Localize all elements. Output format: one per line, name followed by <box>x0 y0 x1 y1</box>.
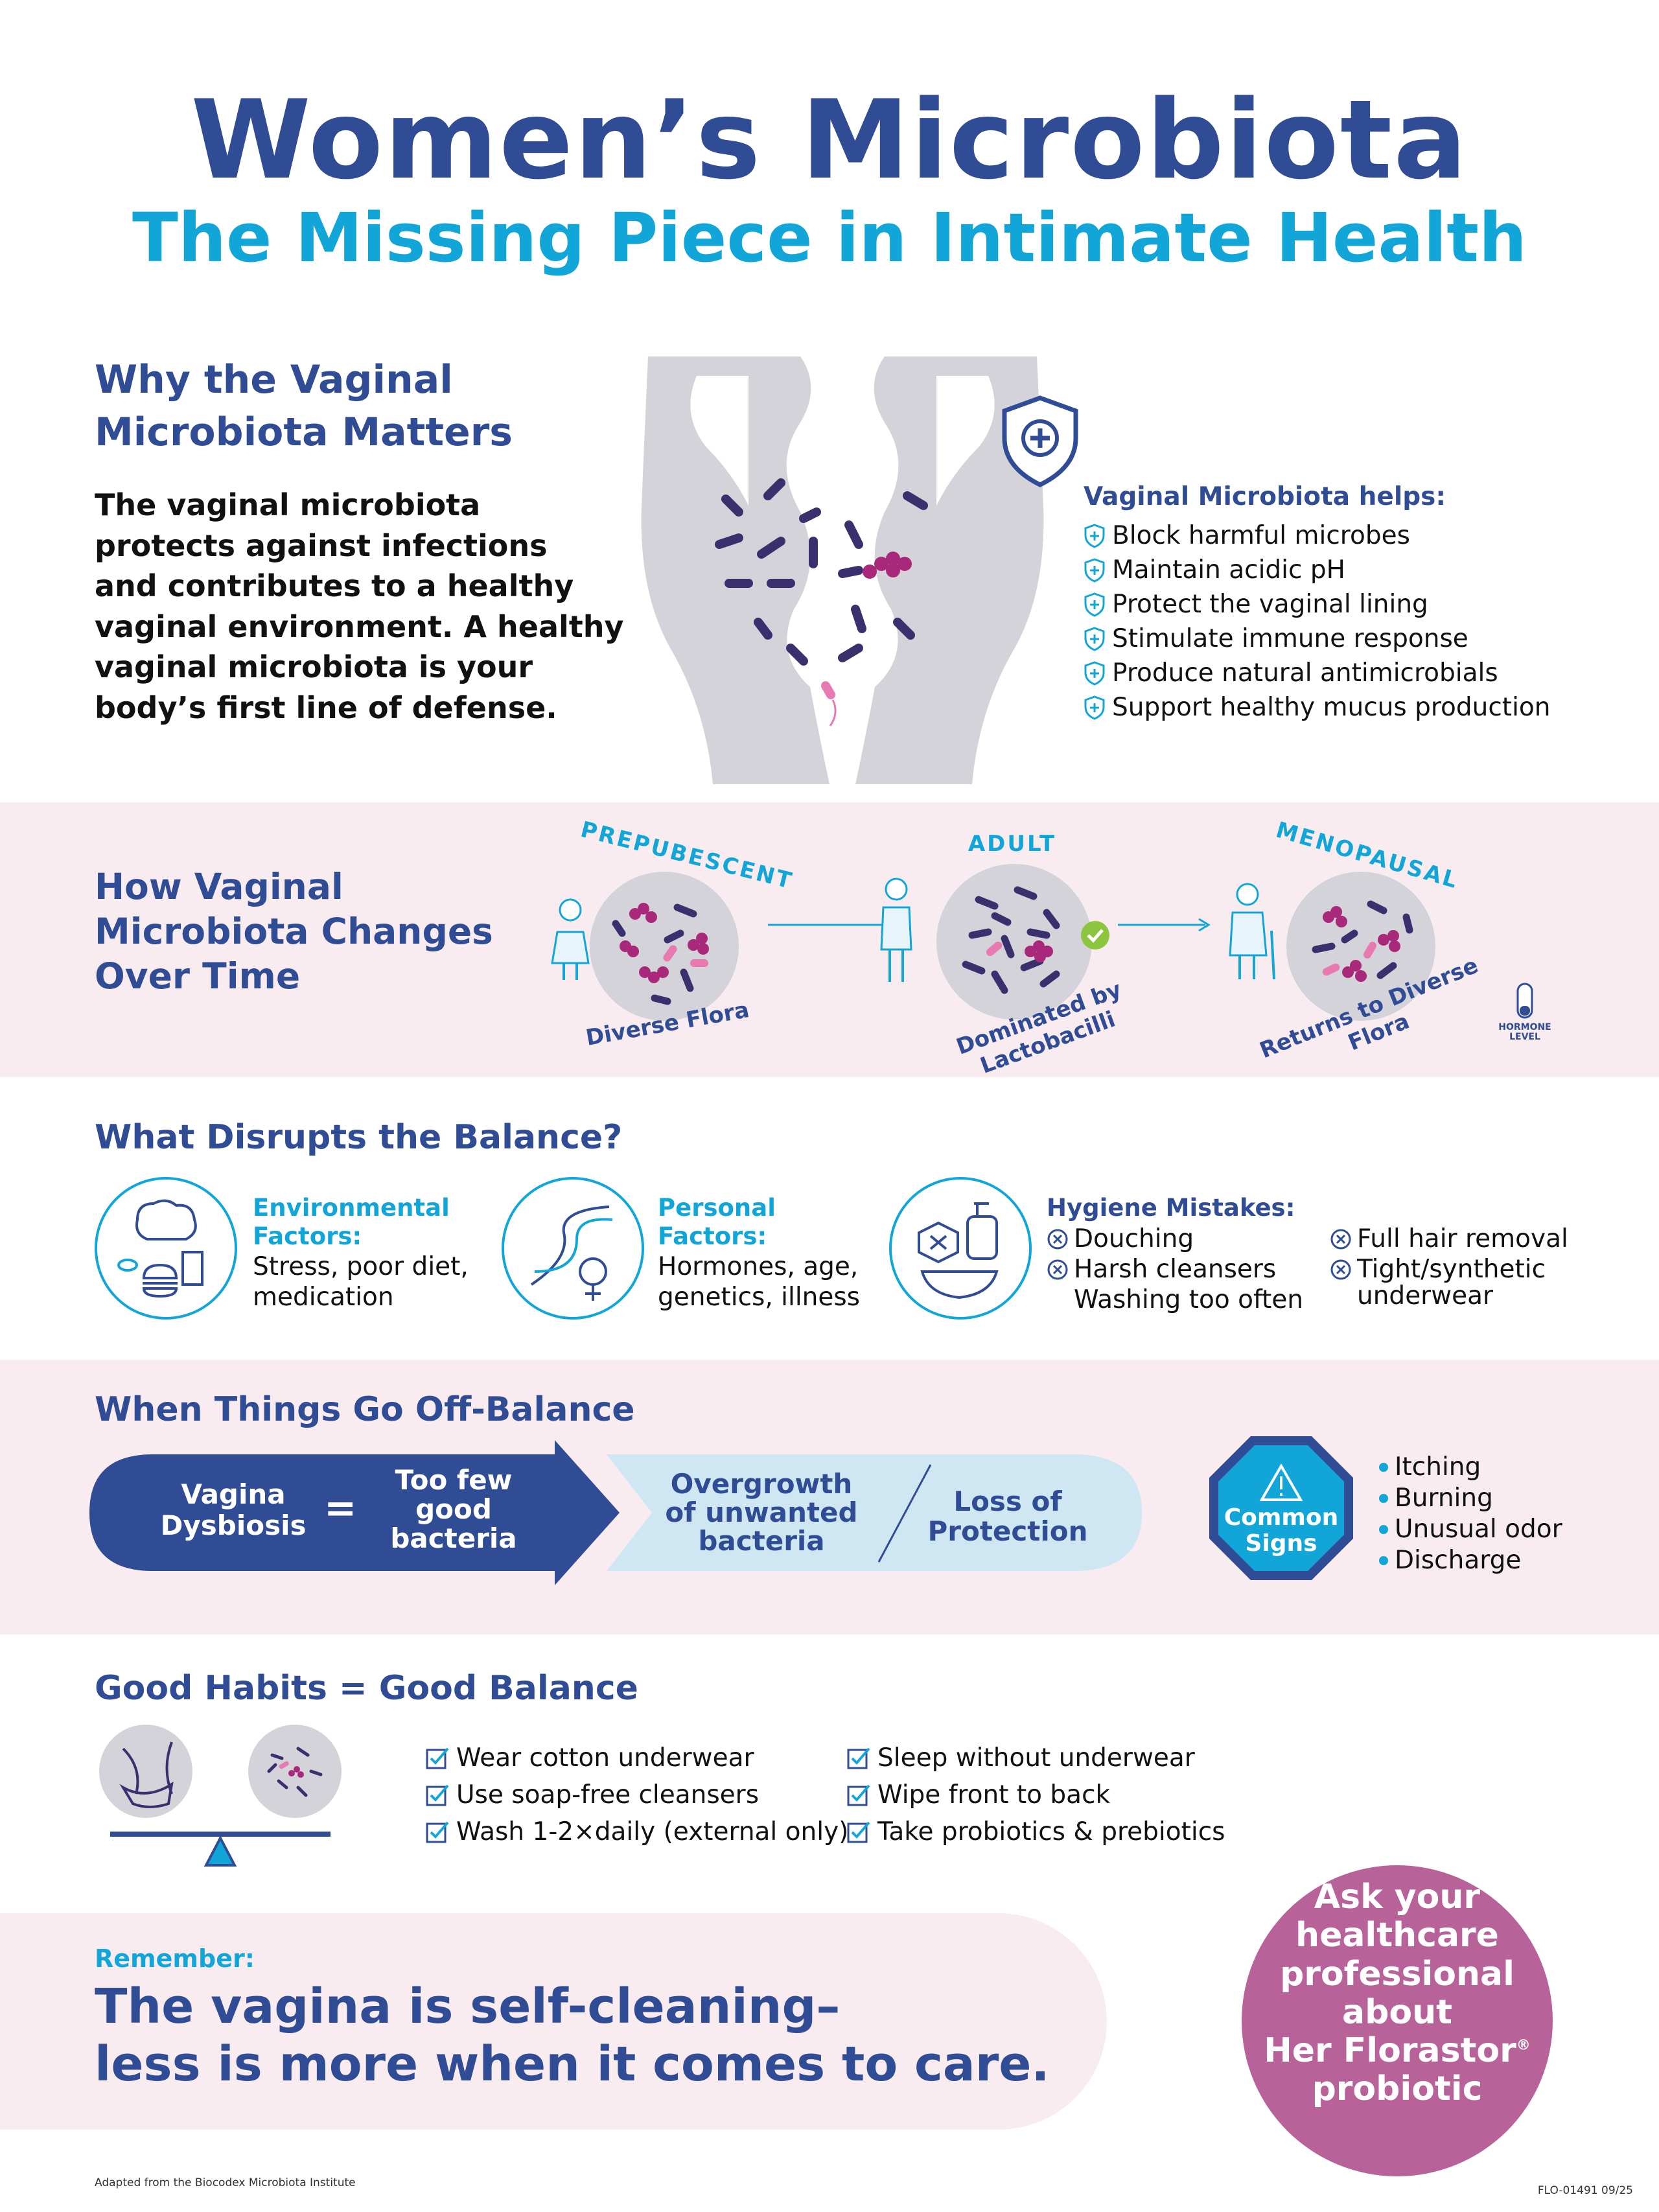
list-item: Douching <box>1047 1224 1303 1254</box>
personal-factors-icon <box>502 1177 644 1320</box>
list-item: Use soap-free cleansers <box>425 1776 848 1813</box>
common-signs-label: Common Signs <box>1224 1504 1339 1557</box>
girl-figure-icon <box>551 898 590 980</box>
x-circle-icon <box>1047 1259 1068 1280</box>
list-item: underwear <box>1357 1281 1494 1310</box>
checkbox-checked-icon <box>426 1747 449 1769</box>
overgrowth-label: Overgrowth of unwanted bacteria <box>665 1468 858 1557</box>
list-item: Tight/synthetic <box>1330 1254 1568 1285</box>
helps-title: Vaginal Microbiota helps: <box>1084 482 1446 511</box>
list-item: Produce natural antimicrobials <box>1084 656 1551 690</box>
checkbox-checked-icon <box>847 1784 870 1806</box>
remember-banner <box>0 1913 1107 2130</box>
list-item: Block harmful microbes <box>1084 518 1551 553</box>
hormone-level-label: HORMONE LEVEL <box>1498 1022 1551 1042</box>
check-badge-icon <box>1081 921 1109 949</box>
list-item: Maintain acidic pH <box>1084 553 1551 587</box>
remember-label: Remember: <box>95 1944 255 1973</box>
checkbox-checked-icon <box>426 1821 449 1843</box>
list-item: Wear cotton underwear <box>425 1740 848 1776</box>
loss-label: Loss of Protection <box>927 1485 1088 1548</box>
arrow-right-icon <box>1118 918 1211 932</box>
uterus-illustration <box>641 356 1044 784</box>
ask-healthcare-circle <box>1242 1865 1553 2176</box>
microbiota-circle-menopausal <box>1286 872 1435 1021</box>
checkbox-checked-icon <box>847 1821 870 1843</box>
hygiene-title: Hygiene Mistakes: <box>1047 1194 1295 1222</box>
habits-heading: Good Habits = Good Balance <box>95 1669 638 1708</box>
shield-plus-icon <box>1084 660 1105 686</box>
list-item: Harsh cleansers <box>1047 1254 1303 1285</box>
habits-list-2: Sleep without underwear Wipe front to ba… <box>846 1740 1225 1850</box>
too-few-label: Too few good bacteria <box>390 1464 517 1554</box>
habits-list-1: Wear cotton underwear Use soap-free clea… <box>425 1740 848 1850</box>
page-title: Women’s Microbiota <box>191 76 1468 204</box>
footer-source: Adapted from the Biocodex Microbiota Ins… <box>95 2176 356 2189</box>
list-item: Washing too often <box>1074 1285 1304 1314</box>
hormone-level-icon <box>1516 983 1533 1019</box>
woman-figure-icon <box>880 878 912 982</box>
hygiene-list-1: Douching Harsh cleansers Washing too oft… <box>1047 1224 1303 1315</box>
helps-list: Block harmful microbes Maintain acidic p… <box>1084 518 1551 725</box>
list-item: Burning <box>1379 1483 1562 1514</box>
shield-plus-icon <box>1084 592 1105 617</box>
page-subtitle: The Missing Piece in Intimate Health <box>132 198 1527 277</box>
list-item: Sleep without underwear <box>846 1740 1225 1776</box>
hygiene-mistakes-icon <box>889 1177 1032 1320</box>
x-circle-icon <box>1047 1229 1068 1250</box>
signs-list: Itching Burning Unusual odor Discharge <box>1379 1452 1562 1576</box>
shield-cross-icon <box>1002 395 1078 487</box>
ask-healthcare-text: Ask your healthcare professional about H… <box>1242 1878 1553 2109</box>
changes-heading: How Vaginal Microbiota Changes Over Time <box>95 866 493 997</box>
environmental-factors: Environmental Factors: Stress, poor diet… <box>253 1194 469 1312</box>
list-item: Unusual odor <box>1379 1514 1562 1545</box>
personal-factors: Personal Factors: Hormones, age, genetic… <box>658 1194 860 1312</box>
elderly-woman-figure-icon <box>1229 883 1275 980</box>
why-heading: Why the Vaginal Microbiota Matters <box>95 357 513 455</box>
remember-message: The vagina is self-cleaning– less is mor… <box>95 1979 1050 2092</box>
dysbiosis-label: Vagina Dysbiosis <box>160 1478 307 1542</box>
hygiene-list-2: Full hair removal Tight/synthetic underw… <box>1330 1224 1568 1311</box>
equals-sign: = <box>324 1485 357 1531</box>
list-item: Stimulate immune response <box>1084 622 1551 656</box>
x-circle-icon <box>1330 1259 1351 1280</box>
common-signs-octagon <box>1209 1436 1353 1580</box>
list-item: Support healthy mucus production <box>1084 690 1551 725</box>
x-circle-icon <box>1330 1229 1351 1250</box>
offbalance-heading: When Things Go Off-Balance <box>95 1390 635 1429</box>
stage-label-adult: ADULT <box>968 831 1057 857</box>
checkbox-checked-icon <box>426 1784 449 1806</box>
dysbiosis-flow-diagram <box>89 1440 1142 1585</box>
brand-name: Her Florastor® <box>1264 2031 1531 2071</box>
shield-plus-icon <box>1084 523 1105 548</box>
list-item: Itching <box>1379 1452 1562 1483</box>
footer-code: FLO-01491 09/25 <box>1537 2184 1633 2197</box>
shield-plus-icon <box>1084 626 1105 651</box>
list-item: Full hair removal <box>1330 1224 1568 1254</box>
list-item: Take probiotics & prebiotics <box>846 1813 1225 1850</box>
shield-plus-icon <box>1084 557 1105 583</box>
list-item: Discharge <box>1379 1545 1562 1576</box>
checkbox-checked-icon <box>847 1747 870 1769</box>
microbiota-circle-adult <box>936 864 1092 1019</box>
list-item: Protect the vaginal lining <box>1084 587 1551 622</box>
environmental-factors-icon <box>95 1177 237 1320</box>
microbiota-circle-prepubescent <box>590 872 739 1021</box>
list-item: Wipe front to back <box>846 1776 1225 1813</box>
why-body: The vaginal microbiota protects against … <box>95 487 624 725</box>
balance-scale-illustration <box>99 1725 342 1867</box>
list-item: Wash 1-2×daily (external only) <box>425 1813 848 1850</box>
disrupts-heading: What Disrupts the Balance? <box>95 1118 623 1157</box>
shield-plus-icon <box>1084 695 1105 720</box>
